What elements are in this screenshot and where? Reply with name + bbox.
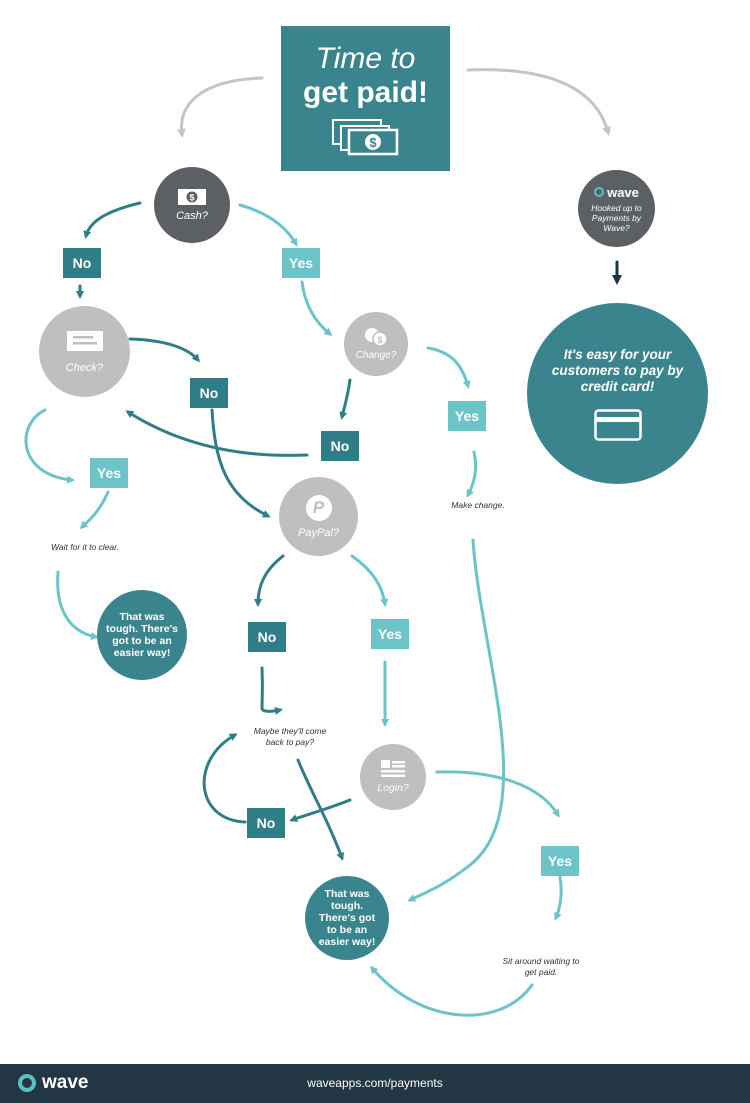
money-stack-icon: $ — [331, 119, 398, 156]
node-end-left: That was tough. There's got to be an eas… — [97, 590, 187, 680]
arrow-comeback-to-end — [296, 758, 345, 861]
label-paypal-no: No — [248, 622, 286, 652]
title-line1: Time to — [315, 42, 416, 75]
arrow-no-loop — [202, 733, 247, 824]
node-wave-question: wave Hooked up to Payments by Wave? — [578, 170, 655, 247]
credit-card-icon — [593, 408, 642, 441]
label-cash-yes: Yes — [282, 248, 320, 278]
login-form-icon — [381, 760, 405, 777]
arrow-change-no-to-check — [125, 410, 309, 457]
label-change-no: No — [321, 431, 359, 461]
arrow-change-no — [339, 378, 352, 420]
arrow-check-no-to-paypal — [210, 408, 271, 518]
arrow-cash-yes — [238, 203, 298, 247]
note-come-back: Maybe they'll come back to pay? — [253, 726, 327, 747]
label-login-no: No — [247, 808, 285, 838]
coins-icon: $ — [365, 328, 388, 347]
arrow-yes-to-change — [300, 280, 333, 336]
node-cash: $ Cash? — [154, 167, 230, 243]
arrow-login-yes — [435, 770, 560, 818]
arrow-change-yes — [426, 346, 471, 389]
arrow-check-yes — [24, 408, 75, 484]
paypal-icon: P — [305, 494, 332, 521]
footer-logo[interactable]: wave — [18, 1072, 88, 1094]
arrow-makechange-to-end — [407, 538, 506, 902]
arrow-paypal-no — [254, 554, 285, 607]
node-login: Login? — [360, 744, 426, 810]
wave-brand-text: wave — [607, 184, 639, 200]
check-icon — [66, 330, 103, 351]
label-paypal-yes: Yes — [371, 619, 409, 649]
flowchart-arrows — [24, 68, 622, 1017]
wave-logo-icon — [594, 187, 605, 197]
footer-brand: wave — [42, 1072, 89, 1093]
wave-brand: wave — [594, 185, 639, 200]
title-line2: get paid! — [303, 76, 428, 109]
arrow-sit-to-end — [370, 965, 534, 1017]
node-check: Check? — [39, 306, 130, 397]
node-login-text: Login? — [377, 782, 409, 794]
label-change-yes: Yes — [448, 401, 486, 431]
footer-url[interactable]: waveapps.com/payments — [307, 1076, 443, 1090]
node-end-left-text: That was tough. There's got to be an eas… — [106, 611, 178, 659]
node-check-text: Check? — [65, 361, 104, 374]
node-end-bottom: That was tough. There's got to be an eas… — [305, 876, 389, 960]
node-paypal-text: PayPal? — [298, 526, 339, 539]
arrow-cash-no — [83, 201, 142, 239]
label-login-yes: Yes — [541, 846, 579, 876]
node-easy: It's easy for your customers to pay by c… — [527, 303, 708, 484]
note-make-change: Make change. — [451, 500, 505, 510]
arrow-yes-to-wait — [79, 490, 110, 530]
node-end-bottom-text: That was tough. There's got to be an eas… — [318, 888, 376, 948]
node-change-text: Change? — [355, 350, 397, 361]
cash-icon: $ — [178, 189, 206, 205]
arrow-login-no — [289, 798, 352, 822]
label-check-yes: Yes — [90, 458, 128, 488]
footer: wave waveapps.com/payments — [0, 1064, 750, 1103]
label-cash-no: No — [63, 248, 101, 278]
node-wave-question-text: Hooked up to Payments by Wave? — [591, 202, 642, 233]
wave-logo-icon — [18, 1074, 36, 1092]
note-wait-clear: Wait for it to clear. — [50, 542, 120, 552]
arrow-paypal-yes — [350, 554, 389, 607]
arrow-header-to-cash — [176, 76, 264, 138]
node-change: $ Change? — [344, 312, 408, 376]
svg-text:$: $ — [377, 335, 382, 345]
arrow-check-no — [128, 337, 200, 363]
arrow-paypal-no-to-comeback — [260, 666, 283, 715]
svg-text:$: $ — [189, 193, 194, 203]
arrow-yes-to-sit — [554, 875, 563, 921]
svg-text:$: $ — [369, 135, 377, 150]
arrow-header-to-wave — [466, 68, 612, 136]
title-block: Time to get paid! $ — [281, 26, 450, 171]
node-easy-text: It's easy for your customers to pay by c… — [551, 346, 684, 394]
node-paypal: P PayPal? — [279, 477, 358, 556]
arrow-yes-to-makechange — [466, 450, 478, 498]
note-sit-around: Sit around waiting to get paid. — [502, 956, 580, 977]
node-cash-text: Cash? — [176, 210, 208, 222]
label-check-no: No — [190, 378, 228, 408]
arrow-wait-to-end — [56, 570, 99, 640]
